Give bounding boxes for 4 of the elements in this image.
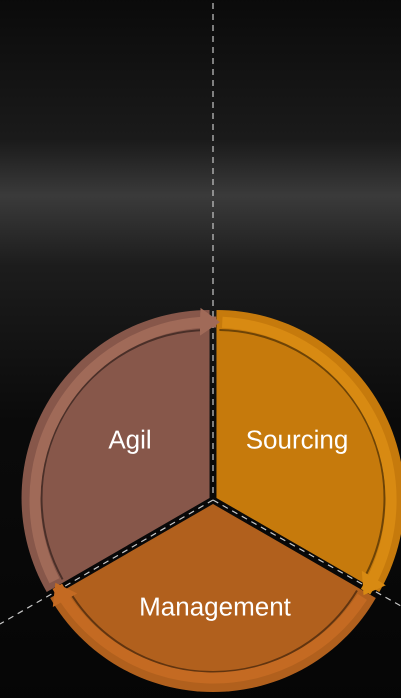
segment-label: Agil xyxy=(108,424,152,456)
curved-arrow xyxy=(52,582,367,684)
segment-label: Sourcing xyxy=(246,424,348,456)
segment-label: Management xyxy=(139,592,291,622)
